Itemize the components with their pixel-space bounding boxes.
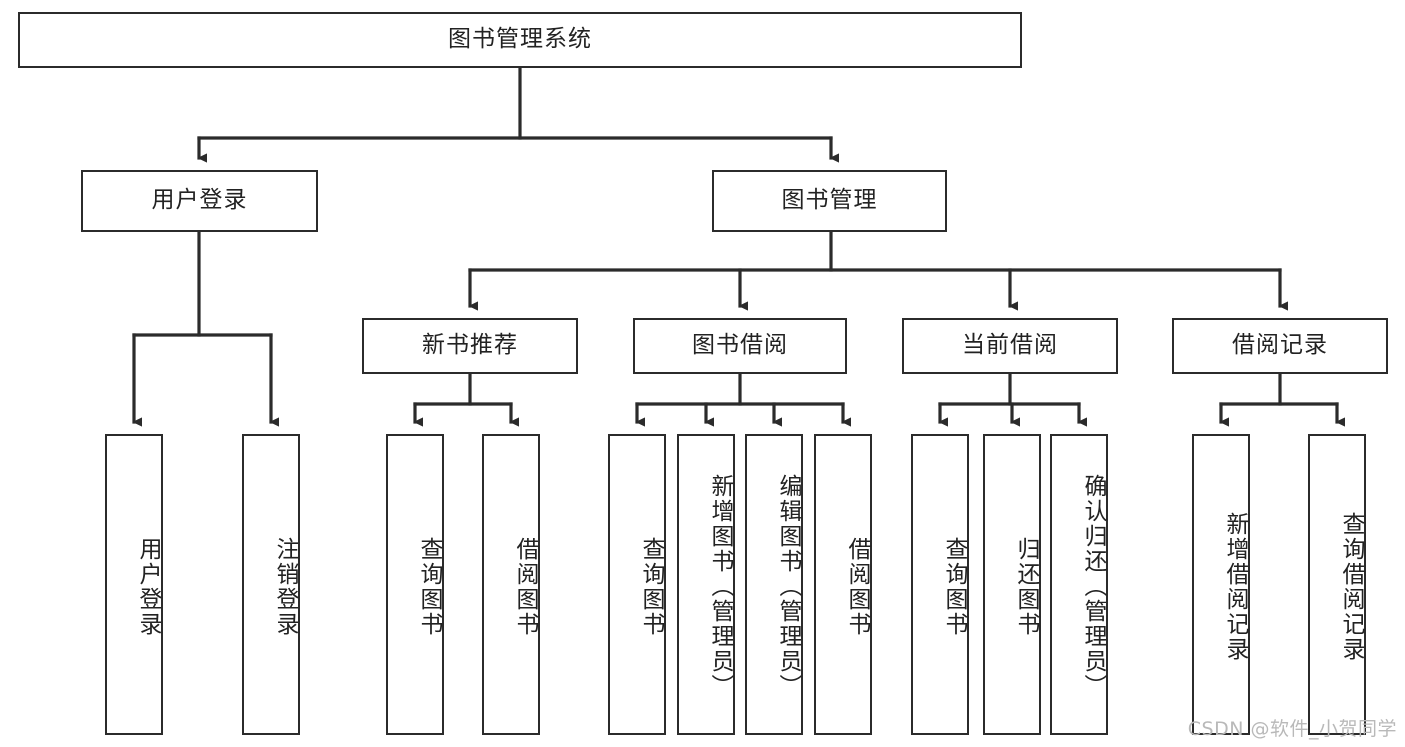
node-leaf-borrow-book-label: 借阅图书: [844, 536, 870, 637]
node-leaf-query-book-current-label: 查询图书: [941, 536, 967, 637]
node-book-borrow[interactable]: 图书借阅: [633, 318, 847, 374]
node-user-login[interactable]: 用户登录: [81, 170, 318, 232]
node-leaf-confirm-return[interactable]: 确认归还（管理员）: [1050, 434, 1108, 735]
node-current-borrow[interactable]: 当前借阅: [902, 318, 1118, 374]
node-borrow-record[interactable]: 借阅记录: [1172, 318, 1388, 374]
node-leaf-query-book-borrow-label: 查询图书: [638, 536, 664, 637]
node-leaf-user-login-label: 用户登录: [135, 536, 161, 637]
node-leaf-query-record-label: 查询借阅记录: [1338, 511, 1364, 662]
node-leaf-query-book-rec-label: 查询图书: [416, 536, 442, 637]
node-leaf-edit-book-label: 编辑图书（管理员）: [775, 474, 801, 699]
node-leaf-query-record[interactable]: 查询借阅记录: [1308, 434, 1366, 735]
node-book-manage[interactable]: 图书管理: [712, 170, 947, 232]
node-book-manage-label: 图书管理: [781, 187, 878, 214]
node-leaf-add-book[interactable]: 新增图书（管理员）: [677, 434, 735, 735]
node-current-borrow-label: 当前借阅: [962, 332, 1058, 359]
csdn-watermark: CSDN @软件_小贺同学: [1187, 718, 1397, 740]
node-leaf-borrow-book-rec[interactable]: 借阅图书: [482, 434, 540, 735]
node-borrow-record-label: 借阅记录: [1232, 332, 1328, 359]
node-leaf-add-book-label: 新增图书（管理员）: [707, 474, 733, 699]
node-leaf-borrow-book[interactable]: 借阅图书: [814, 434, 872, 735]
node-new-book-recommend-label: 新书推荐: [422, 332, 518, 359]
node-leaf-confirm-return-label: 确认归还（管理员）: [1080, 474, 1106, 699]
node-root[interactable]: 图书管理系统: [18, 12, 1022, 68]
node-leaf-query-book-rec[interactable]: 查询图书: [386, 434, 444, 735]
node-root-label: 图书管理系统: [448, 26, 592, 53]
node-leaf-return-book-label: 归还图书: [1013, 536, 1039, 637]
node-new-book-recommend[interactable]: 新书推荐: [362, 318, 578, 374]
node-leaf-return-book[interactable]: 归还图书: [983, 434, 1041, 735]
node-user-login-label: 用户登录: [151, 187, 248, 214]
node-leaf-edit-book[interactable]: 编辑图书（管理员）: [745, 434, 803, 735]
node-leaf-logout-label: 注销登录: [272, 536, 298, 637]
node-leaf-add-record-label: 新增借阅记录: [1222, 511, 1248, 662]
node-book-borrow-label: 图书借阅: [692, 332, 788, 359]
node-leaf-query-book-current[interactable]: 查询图书: [911, 434, 969, 735]
node-leaf-user-login[interactable]: 用户登录: [105, 434, 163, 735]
node-leaf-add-record[interactable]: 新增借阅记录: [1192, 434, 1250, 735]
node-leaf-query-book-borrow[interactable]: 查询图书: [608, 434, 666, 735]
node-leaf-logout[interactable]: 注销登录: [242, 434, 300, 735]
node-leaf-borrow-book-rec-label: 借阅图书: [512, 536, 538, 637]
